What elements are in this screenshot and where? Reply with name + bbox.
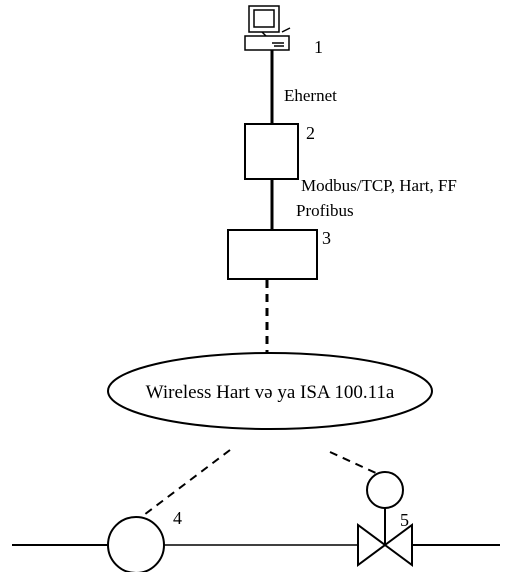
transmitter-circle-icon (107, 516, 165, 572)
node-1-label: 1 (314, 37, 323, 57)
computer-icon (244, 5, 291, 51)
control-valve-icon (357, 471, 413, 567)
wireless-label: Wireless Hart və ya ISA 100.11a (146, 382, 395, 403)
node-4-label: 4 (173, 508, 182, 528)
wireless-network-ellipse (107, 352, 433, 430)
profibus-label: Profibus (296, 201, 354, 220)
modbus-label: Modbus/TCP, Hart, FF (301, 176, 457, 195)
gateway-box-3 (227, 229, 318, 280)
node-5-label: 5 (400, 510, 409, 530)
gateway-box-2 (244, 123, 299, 180)
node-3-label: 3 (322, 228, 331, 248)
wireless-link-sensor (135, 449, 231, 522)
ethernet-label: Ehernet (284, 86, 337, 105)
wireless-link-valve (329, 451, 379, 475)
node-2-label: 2 (306, 123, 315, 143)
